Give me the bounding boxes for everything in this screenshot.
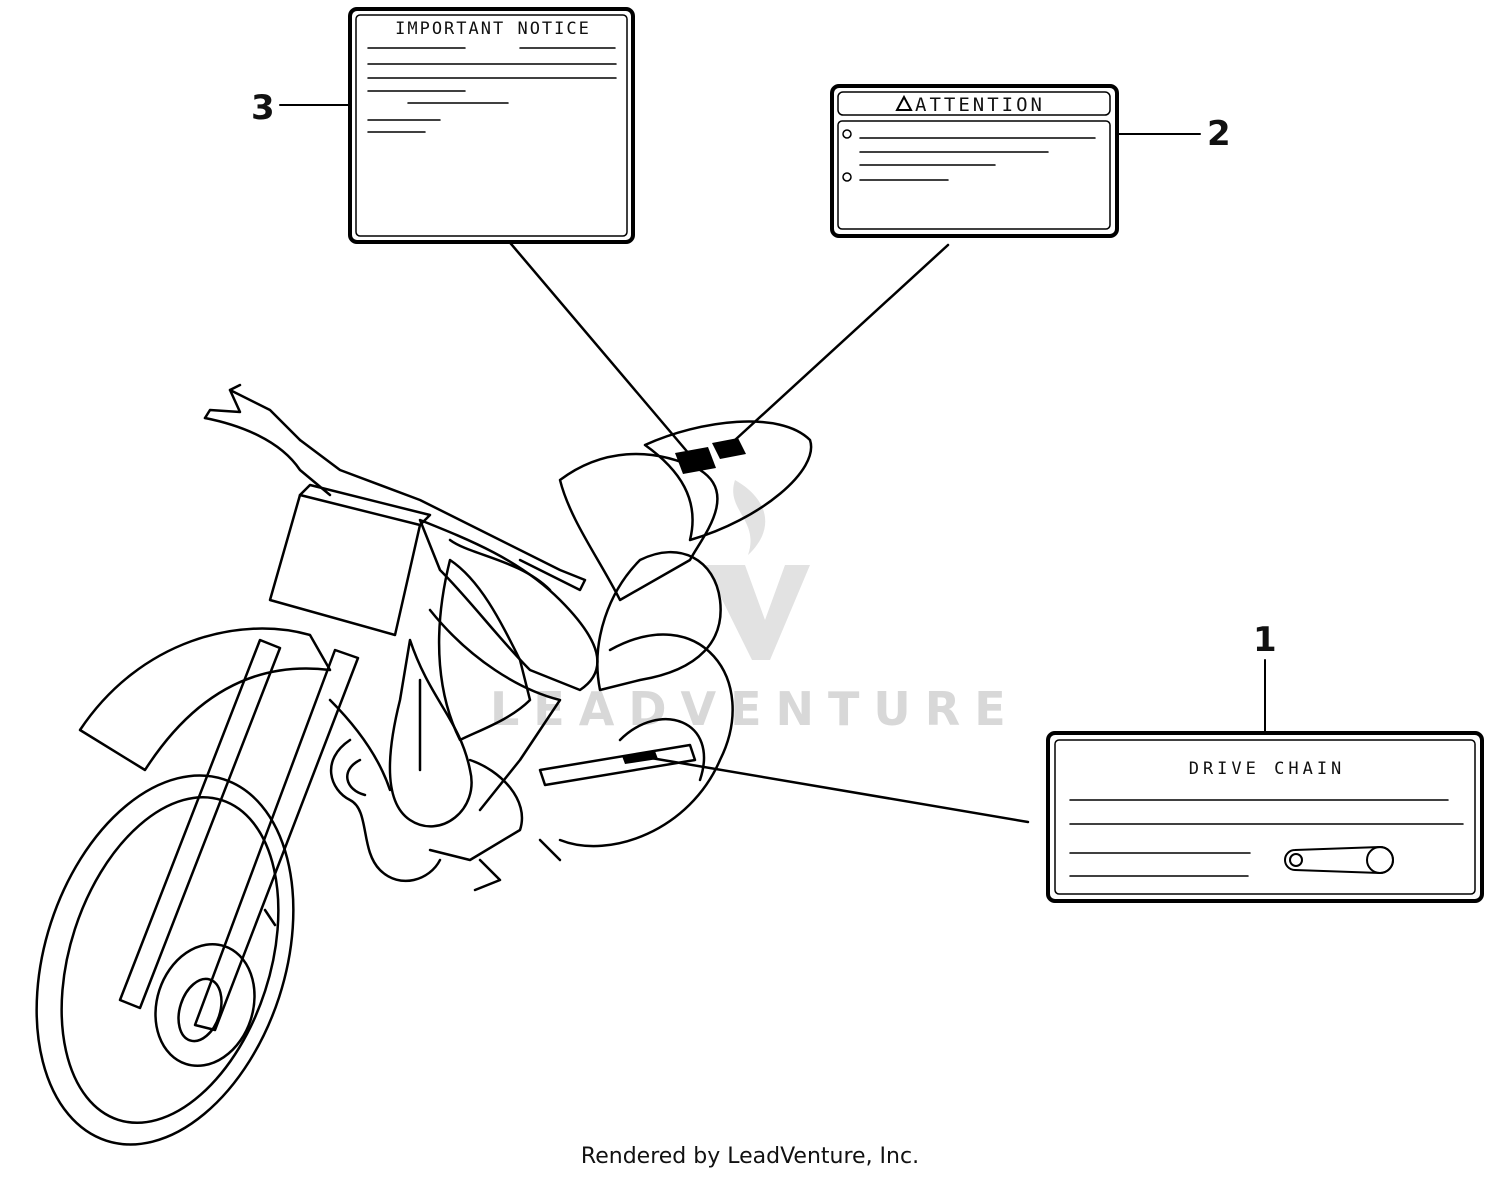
leader-line-2: [733, 243, 950, 442]
label-attention-text-lines: [842, 129, 1096, 182]
label-attention: ATTENTION: [830, 84, 1119, 238]
watermark: LEADVENTURE: [490, 480, 1020, 736]
label-drive-chain: DRIVE CHAIN: [1046, 731, 1484, 903]
sticker-locations: [622, 438, 746, 764]
leader-line-3: [493, 223, 692, 457]
sticker-location-2: [712, 438, 746, 459]
callout-number-2: 2: [1207, 114, 1231, 154]
watermark-text: LEADVENTURE: [490, 682, 1020, 736]
label-important-notice: IMPORTANT NOTICE: [348, 7, 635, 244]
sticker-location-3: [675, 447, 716, 474]
label-important-notice-title: IMPORTANT NOTICE: [395, 19, 591, 39]
callout-number-1: 1: [1253, 620, 1277, 660]
label-important-notice-text-lines: [367, 47, 617, 133]
label-drive-chain-text-lines: [1069, 799, 1464, 877]
callout-number-3: 3: [251, 88, 275, 128]
chain-adjuster-icon: [1284, 846, 1394, 874]
warning-triangle-icon: [895, 94, 913, 111]
leader-lines: [493, 223, 1030, 824]
footer-credit: Rendered by LeadVenture, Inc.: [580, 1144, 920, 1169]
motorcycle: [35, 383, 813, 1146]
label-drive-chain-title: DRIVE CHAIN: [1189, 759, 1346, 779]
leadventure-logo-icon: [705, 480, 810, 660]
label-attention-title: ATTENTION: [915, 94, 1045, 116]
sticker-location-1: [622, 751, 658, 764]
leader-line-1: [643, 755, 1030, 824]
